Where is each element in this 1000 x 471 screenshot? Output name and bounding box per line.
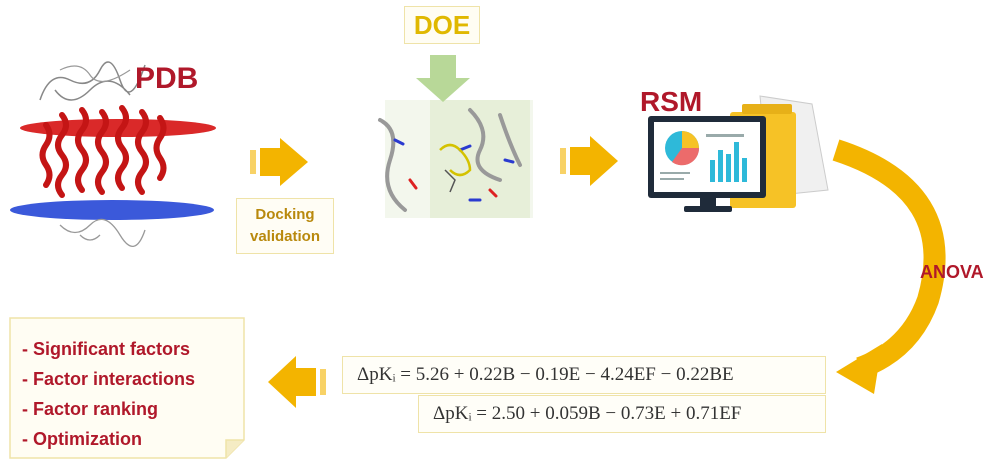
anova-label: ANOVA	[920, 262, 984, 282]
pdb-label: PDB	[135, 62, 199, 95]
rsm-label: RSM	[640, 86, 703, 117]
arrow-pdb-to-docking	[250, 138, 308, 186]
docking-complex-image	[378, 100, 533, 218]
doe-label-box: DOE	[404, 6, 480, 44]
arrow-doe-down	[416, 55, 470, 102]
rsm-computer-image	[648, 95, 829, 212]
equation-box-2: ΔpKᵢ = 2.50 + 0.059B − 0.73E + 0.71EF	[418, 395, 826, 433]
docking-validation-box: Docking validation	[236, 198, 334, 254]
equation-box-1: ΔpKᵢ = 5.26 + 0.22B − 0.19E − 4.24EF − 0…	[342, 356, 826, 394]
outcome-item: Factor interactions	[22, 364, 195, 394]
equation-1-text: ΔpKᵢ = 5.26 + 0.22B − 0.19E − 4.24EF − 0…	[357, 364, 734, 385]
docking-label-line1: Docking	[255, 206, 315, 223]
docking-label-line2: validation	[249, 228, 320, 245]
arrow-docking-to-rsm	[560, 136, 618, 186]
equation-2-text: ΔpKᵢ = 2.50 + 0.059B − 0.73E + 0.71EF	[433, 403, 742, 424]
protein-structure-image	[10, 61, 216, 247]
doe-label: DOE	[413, 9, 471, 40]
outcome-item: Optimization	[22, 424, 195, 454]
outcomes-list: Significant factors Factor interactions …	[22, 334, 195, 454]
outcome-item: Significant factors	[22, 334, 195, 364]
anova-curved-arrow	[832, 139, 946, 394]
arrow-equations-to-outcomes	[268, 356, 326, 408]
membrane-bottom-disc	[10, 200, 214, 220]
outcome-item: Factor ranking	[22, 394, 195, 424]
